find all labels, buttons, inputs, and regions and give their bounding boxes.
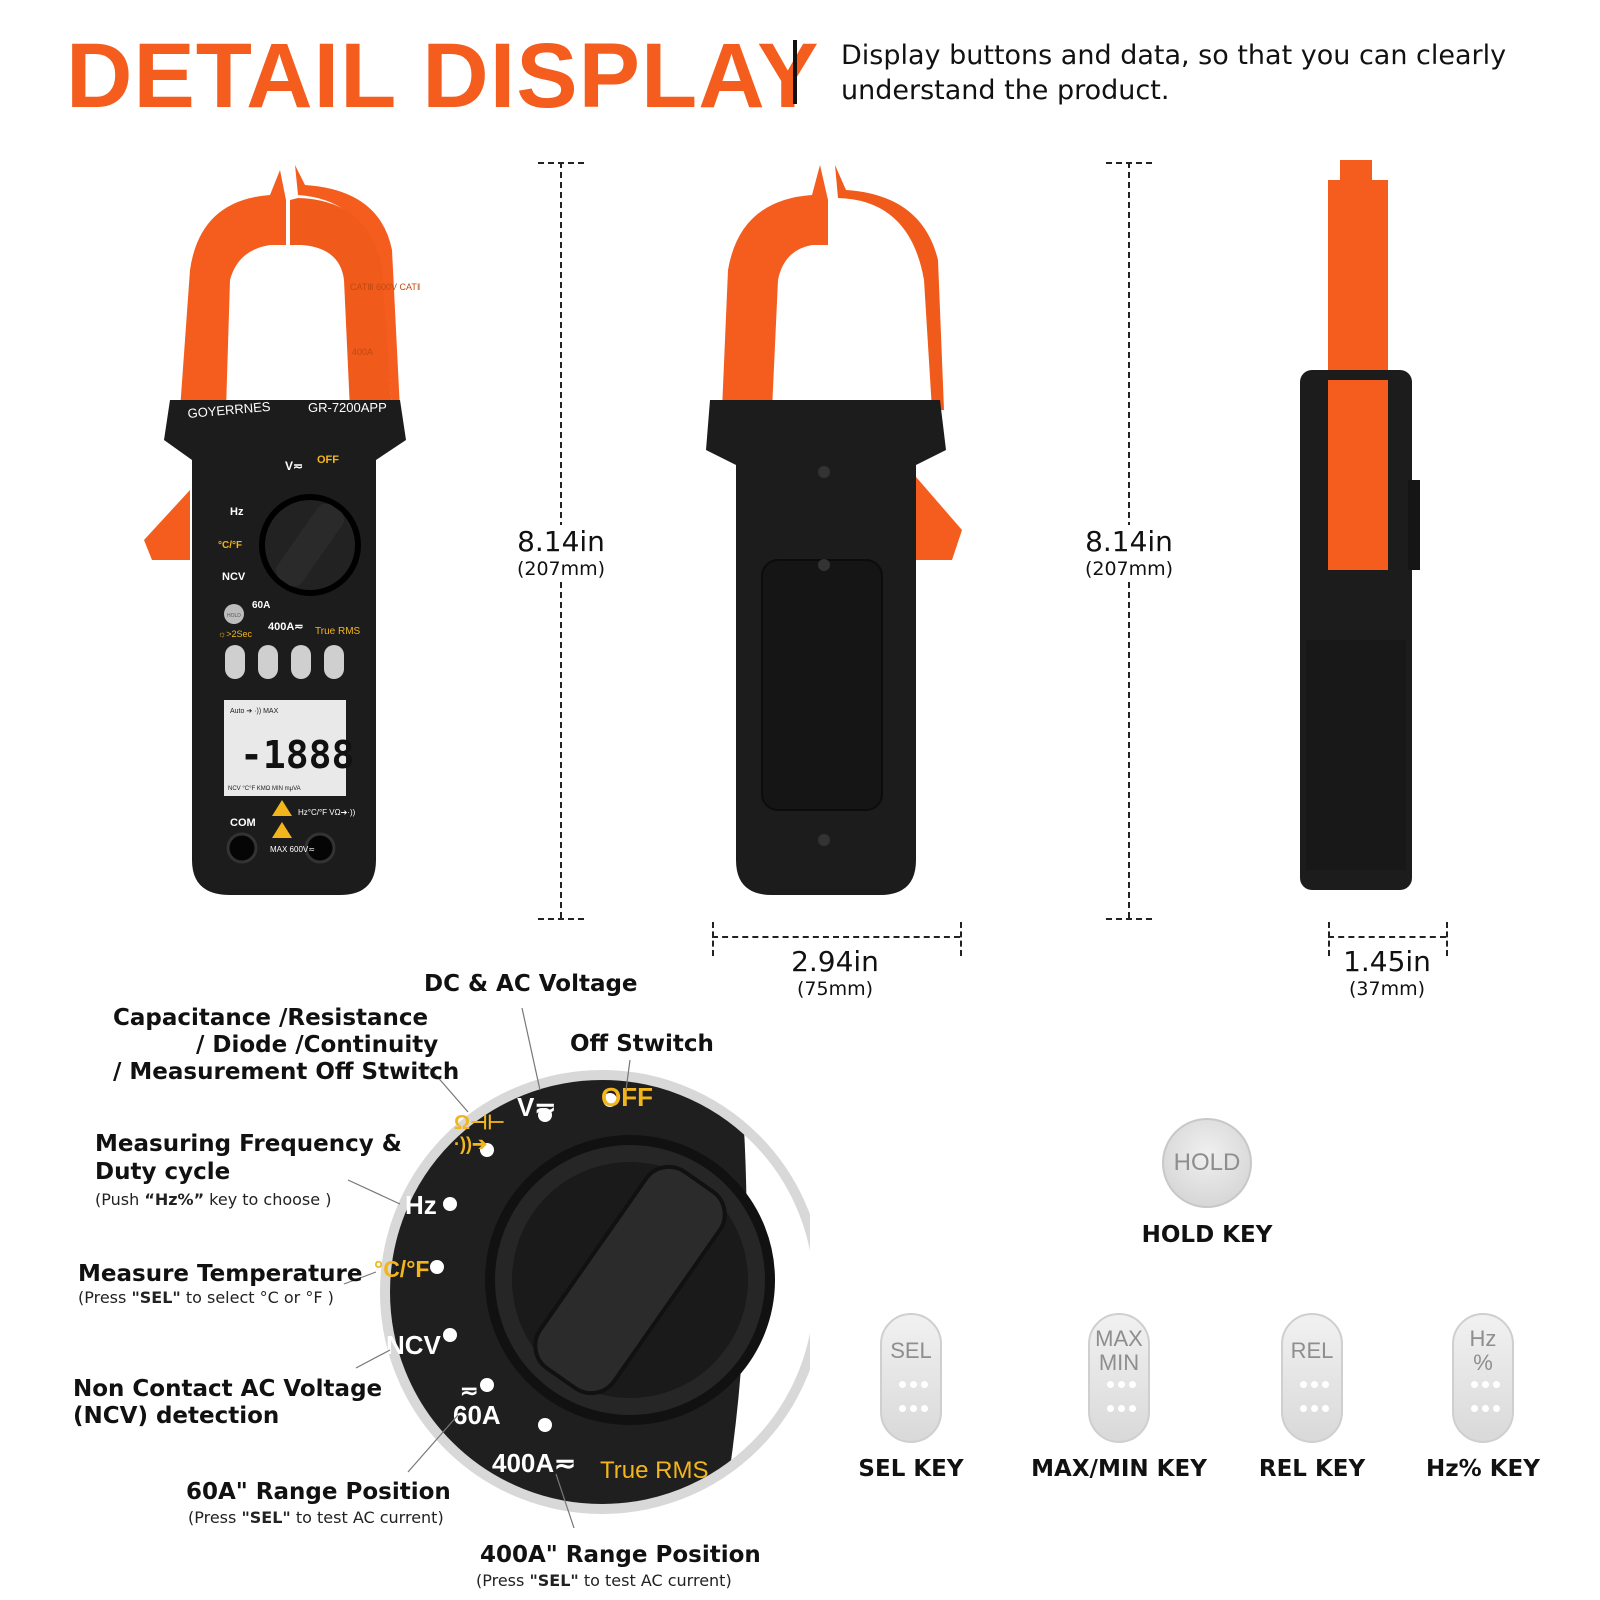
svg-text:Hz: Hz — [230, 506, 244, 518]
svg-text:V≂: V≂ — [285, 459, 303, 473]
zoom-hz-label: Hz — [405, 1190, 437, 1220]
height-mm: (207mm) — [500, 558, 622, 580]
depth-dimension-line — [1328, 936, 1446, 938]
width-tick-left — [712, 922, 714, 956]
feature-ncv-line2: (NCV) detection — [73, 1403, 280, 1429]
feature-frequency-note: (Push “Hz%” key to choose ) — [95, 1190, 332, 1209]
depth-tick-left — [1328, 922, 1330, 956]
feature-capacitance-line1: Capacitance /Resistance — [113, 1005, 429, 1031]
height2-tick-bottom — [1106, 918, 1152, 920]
width-mm: (75mm) — [796, 978, 874, 1000]
height-tick-bottom — [538, 918, 584, 920]
height2-value: 8.14in — [1068, 525, 1190, 558]
feature-off-switch: Off Stwitch — [570, 1031, 714, 1057]
svg-text:60A: 60A — [252, 600, 270, 611]
depth-tick-right — [1446, 922, 1448, 956]
feature-temperature-note: (Press "SEL" to select °C or °F ) — [78, 1288, 334, 1307]
feature-dc-ac-voltage: DC & AC Voltage — [424, 971, 638, 997]
title-divider — [793, 40, 797, 104]
feature-400a-range: 400A" Range Position — [480, 1542, 761, 1568]
zoom-true-rms: True RMS — [600, 1457, 709, 1484]
feature-60a-range: 60A" Range Position — [186, 1479, 451, 1505]
depth-value: 1.45in — [1343, 945, 1431, 978]
backlight-label: ☼>2Sec — [218, 629, 253, 639]
zoom-400a-label: 400A≂ — [492, 1448, 576, 1478]
hold-key[interactable]: HOLD — [1162, 1118, 1252, 1208]
front-rel-button[interactable] — [291, 645, 311, 679]
svg-text:NCV °C°F KMΩ MIN mμVA: NCV °C°F KMΩ MIN mμVA — [228, 786, 301, 792]
hold-key-label: HOLD KEY — [1141, 1222, 1273, 1248]
feature-capacitance-line2: / Diode /Continuity — [196, 1032, 439, 1058]
width-dimension-line — [712, 936, 960, 938]
sel-key[interactable]: SEL — [880, 1313, 942, 1443]
maxmin-key[interactable]: MAX MIN — [1088, 1313, 1150, 1443]
width-value: 2.94in — [791, 945, 879, 978]
svg-text:NCV: NCV — [222, 571, 246, 583]
svg-text:°C/°F: °C/°F — [218, 540, 242, 551]
feature-capacitance-line3: / Measurement Off Stwitch — [113, 1059, 460, 1085]
feature-400a-note: (Press "SEL" to test AC current) — [476, 1571, 732, 1590]
zoom-diode-label: ·))➔ — [454, 1134, 488, 1154]
jaw-cat-text: CATⅢ 600V CATⅢ 300V — [350, 282, 420, 292]
front-view-meter: CATⅢ 600V CATⅢ 300V 400A GOYERRNES GR-72… — [144, 165, 420, 895]
front-maxmin-button[interactable] — [258, 645, 278, 679]
height-value: 8.14in — [500, 525, 622, 558]
page-title: DETAIL DISPLAY — [66, 25, 820, 127]
feature-ncv-line1: Non Contact AC Voltage — [73, 1376, 383, 1402]
com-label: COM — [230, 817, 256, 829]
dial-knob[interactable] — [272, 500, 348, 591]
zoom-60a-symbol: ≂ — [460, 1378, 479, 1403]
volt-jack[interactable] — [304, 832, 336, 864]
brand-label: GOYERRNES — [187, 399, 271, 421]
sel-key-label: SEL KEY — [858, 1456, 964, 1482]
feature-frequency-line2: Duty cycle — [95, 1159, 231, 1185]
zoom-60a-label: 60A — [453, 1400, 501, 1430]
zoom-dial-knob[interactable] — [524, 1156, 735, 1404]
depth-mm: (37mm) — [1348, 978, 1426, 1000]
svg-text:OFF: OFF — [317, 454, 339, 466]
jaw-trigger[interactable] — [144, 490, 190, 560]
lcd-screen — [224, 700, 346, 796]
svg-text:Auto ➔ ·)) MAX: Auto ➔ ·)) MAX — [230, 708, 279, 715]
svg-text:Hz°C/°F VΩ➔·)): Hz°C/°F VΩ➔·)) — [298, 808, 356, 817]
maxmin-key-label: MAX/MIN KEY — [1031, 1456, 1207, 1482]
back-view-meter — [706, 165, 962, 895]
com-jack[interactable] — [226, 832, 258, 864]
feature-60a-note: (Press "SEL" to test AC current) — [188, 1508, 444, 1527]
zoom-temp-label: °C/°F — [374, 1256, 430, 1282]
svg-text:400A≂: 400A≂ — [268, 621, 304, 633]
hz-key-label: Hz% KEY — [1426, 1456, 1540, 1482]
width-tick-right — [960, 922, 962, 956]
zoom-voltage-label: V≂ — [517, 1092, 557, 1122]
rel-key[interactable]: REL — [1281, 1313, 1343, 1443]
front-sel-button[interactable] — [225, 645, 245, 679]
page-subtitle: Display buttons and data, so that you ca… — [841, 40, 1507, 106]
true-rms-label: True RMS — [315, 626, 361, 637]
lcd-digits: -1888 — [240, 733, 354, 777]
feature-temperature: Measure Temperature — [78, 1261, 363, 1287]
feature-frequency-line1: Measuring Frequency & — [95, 1131, 402, 1157]
svg-text:HOLD: HOLD — [227, 613, 241, 619]
hz-key[interactable]: Hz % — [1452, 1313, 1514, 1443]
dial-zoom-view — [380, 1070, 810, 1514]
rel-key-label: REL KEY — [1258, 1456, 1366, 1482]
svg-text:MAX 600V≂: MAX 600V≂ — [270, 845, 315, 854]
side-view-meter — [1300, 160, 1420, 890]
zoom-ncv-label: NCV — [386, 1330, 441, 1360]
height2-mm: (207mm) — [1068, 558, 1190, 580]
jaw-400a-text: 400A — [352, 347, 373, 357]
front-hz-button[interactable] — [324, 645, 344, 679]
zoom-cap-label: Ω⊣⊢ — [454, 1112, 505, 1134]
model-label: GR-7200APP — [308, 400, 387, 415]
front-hold-button[interactable] — [224, 604, 244, 624]
